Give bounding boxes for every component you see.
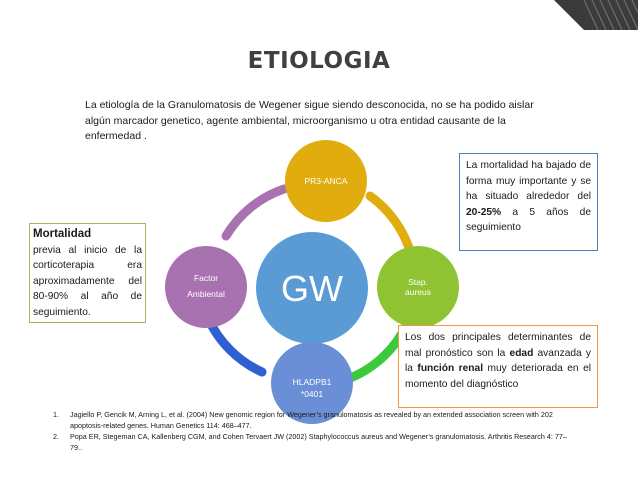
node-pr3-anca-label: PR3-ANCA [305,176,348,186]
node-staph-aureus-label: Stap.aureus [405,277,431,297]
references-list: 1. Jagiello P, Gencik M, Arning L, et al.… [53,409,573,453]
mortality-current-box: La mortalidad ha bajado de forma muy imp… [459,153,598,251]
center-node-gw [256,232,368,344]
corner-decoration [554,0,638,30]
reference-item: 1. Jagiello P, Gencik M, Arning L, et al.… [53,409,573,431]
mortality-current-text-end: a 5 años de seguimiento [466,206,591,234]
mortality-previous-box: Mortalidad previa al inicio de la cortic… [29,223,146,323]
prognosis-edad: edad [509,347,534,359]
node-hladpb1 [271,342,353,424]
arc-top-left [221,184,289,241]
slide-title: ETIOLOGIA [247,48,391,74]
arc-bottom-right [340,321,411,385]
reference-item: 2. Popa ER, Stegeman CA, Kallenberg CGM, … [53,431,573,453]
node-factor-ambiental [165,246,247,328]
node-pr3-anca [285,140,367,222]
prognosis-text-3: muy deteriorada en el momento del diagnó… [405,363,591,390]
mortality-current-text: La mortalidad ha bajado de forma muy imp… [466,160,591,203]
center-label: GW [281,268,343,309]
node-hla-line-2: *0401 [301,389,323,399]
node-factor-line-1: Factor [194,273,218,283]
node-hla-line-1: HLADPB1 [293,377,332,387]
node-staph-line-1: Stap. [408,277,428,287]
mortality-heading: Mortalidad [33,228,92,240]
node-staph-aureus [377,246,459,328]
prognosis-text-2: avanzada y la [405,347,591,375]
reference-number: 1. [53,410,59,419]
reference-number: 2. [53,432,59,441]
prognosis-box: Los dos principales determinantes de mal… [398,325,598,408]
mortality-previous-text: previa al inicio de la corticoterapia er… [33,244,142,318]
mortality-current-percent: 20-25% [466,206,502,218]
node-staph-line-2: aureus [405,287,431,297]
intro-paragraph: La etiología de la Granulomatosis de Weg… [85,99,534,142]
reference-text: Popa ER, Stegeman CA, Kallenberg CGM, an… [70,432,567,452]
node-hladpb1-label: HLADPB1 *0401 [293,377,332,399]
node-factor-line-2: Ambiental [187,289,225,299]
reference-text: Jagiello P, Gencik M, Arning L, et al. (… [70,410,553,430]
prognosis-text-1: Los dos principales determinantes de mal… [405,332,591,359]
prognosis-funcion-renal: función renal [417,363,484,375]
